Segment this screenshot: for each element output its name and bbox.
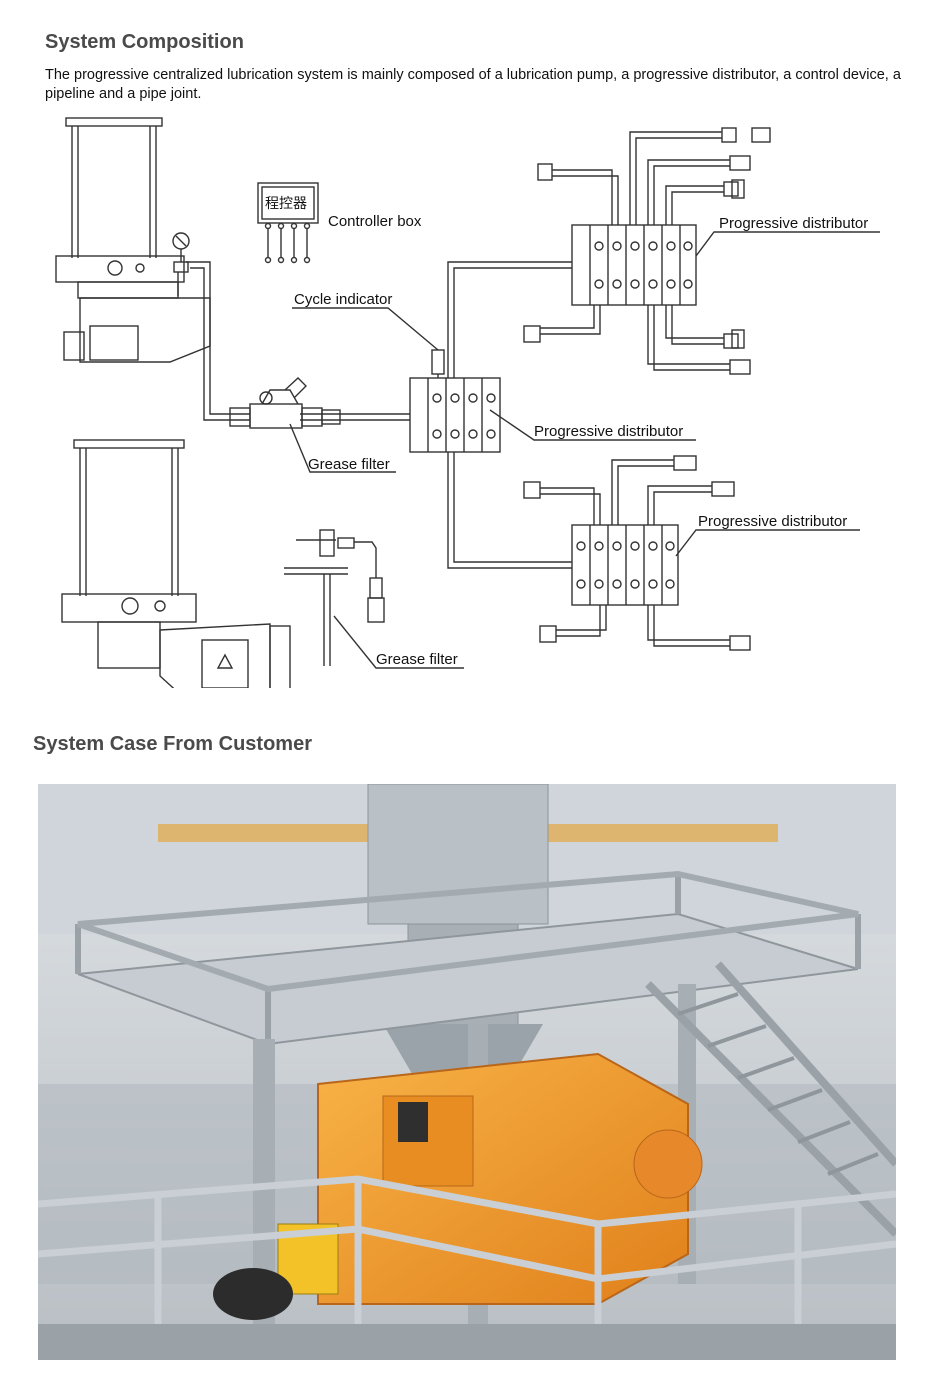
controller-box [257,182,319,264]
progressive-distributor-bottom [523,455,751,651]
label-grease-filter-1: Grease filter [308,456,390,473]
grease-filter-vertical [284,529,385,666]
grease-filter-inline [229,377,341,429]
intro-paragraph: The progressive centralized lubrication … [45,67,901,102]
controller-box-chinese-label: 程控器 [265,196,307,212]
lubrication-pump-bottom [61,439,291,688]
label-cycle-indicator: Cycle indicator [294,291,392,308]
section-title-customer-case: System Case From Customer [33,733,312,755]
label-grease-filter-2: Grease filter [376,651,458,668]
section-title-composition: System Composition [45,31,244,53]
customer-case-photo [38,784,896,1360]
progressive-distributor-center [409,349,501,453]
label-controller-box: Controller box [328,213,422,230]
label-distributor-bottom: Progressive distributor [698,513,847,530]
label-distributor-top: Progressive distributor [719,215,868,232]
lubrication-pump-top [55,117,211,363]
label-distributor-center: Progressive distributor [534,423,683,440]
lubrication-system-diagram: 程控器 Controller box Cycle indicator Progr… [55,117,880,688]
progressive-distributor-top [523,127,771,375]
